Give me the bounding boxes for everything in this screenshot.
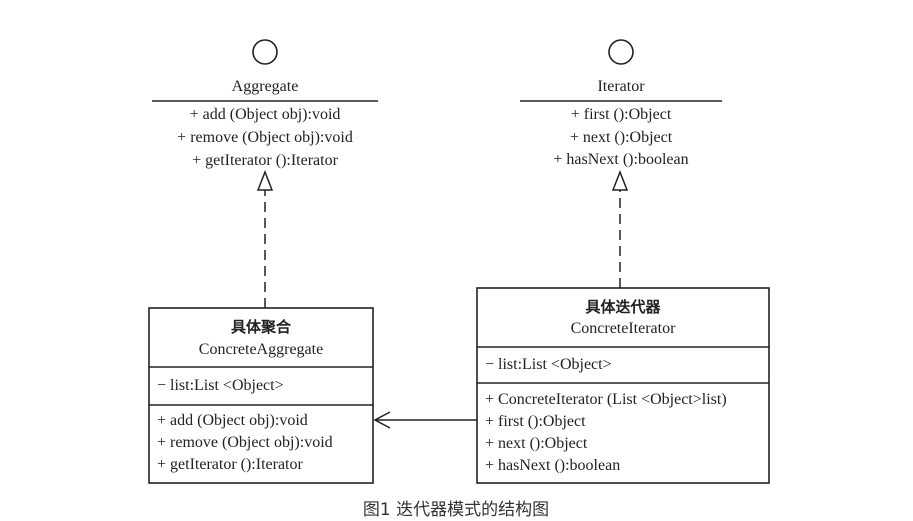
association-arrowhead	[373, 411, 391, 429]
concrete-iterator-box	[476, 287, 770, 484]
concrete-iterator-name-cn: 具体迭代器	[585, 298, 661, 316]
aggregate-interface-icon	[252, 39, 278, 65]
concrete-aggregate-box	[148, 307, 374, 484]
iterator-realization-arrowhead	[611, 169, 629, 191]
iterator-interface-icon	[608, 39, 634, 65]
concrete-iterator-operation-next: + next ():Object	[485, 435, 588, 452]
concrete-aggregate-operation-add: + add (Object obj):void	[157, 412, 308, 429]
aggregate-operation-remove: + remove (Object obj):void	[177, 129, 353, 146]
iterator-interface-name: Iterator	[597, 78, 645, 95]
concrete-iterator-attribute-list: − list:List <Object>	[485, 356, 612, 373]
figure-caption: 图1 迭代器模式的结构图	[362, 500, 550, 520]
iterator-operation-hasnext: + hasNext ():boolean	[553, 151, 689, 168]
concrete-iterator-operation-first: + first ():Object	[485, 413, 586, 430]
concrete-iterator-operation-hasnext: + hasNext ():boolean	[485, 457, 621, 474]
concrete-iterator-operation-constructor: + ConcreteIterator (List <Object>list)	[485, 391, 727, 408]
iterator-operation-next: + next ():Object	[569, 129, 673, 146]
aggregate-operation-getiterator: + getIterator ():Iterator	[192, 152, 338, 169]
iterator-operation-first: + first ():Object	[570, 106, 672, 123]
aggregate-realization-arrowhead	[256, 169, 274, 191]
concrete-aggregate-name-cn: 具体聚合	[230, 318, 292, 336]
aggregate-interface-name: Aggregate	[231, 78, 299, 95]
concrete-aggregate-operation-remove: + remove (Object obj):void	[157, 434, 333, 451]
concrete-iterator-name: ConcreteIterator	[570, 320, 676, 337]
concrete-aggregate-operation-getiterator: + getIterator ():Iterator	[157, 456, 303, 473]
concrete-aggregate-attribute-list: − list:List <Object>	[157, 377, 284, 394]
concrete-aggregate-name: ConcreteAggregate	[198, 341, 324, 358]
aggregate-operation-add: + add (Object obj):void	[189, 106, 341, 123]
